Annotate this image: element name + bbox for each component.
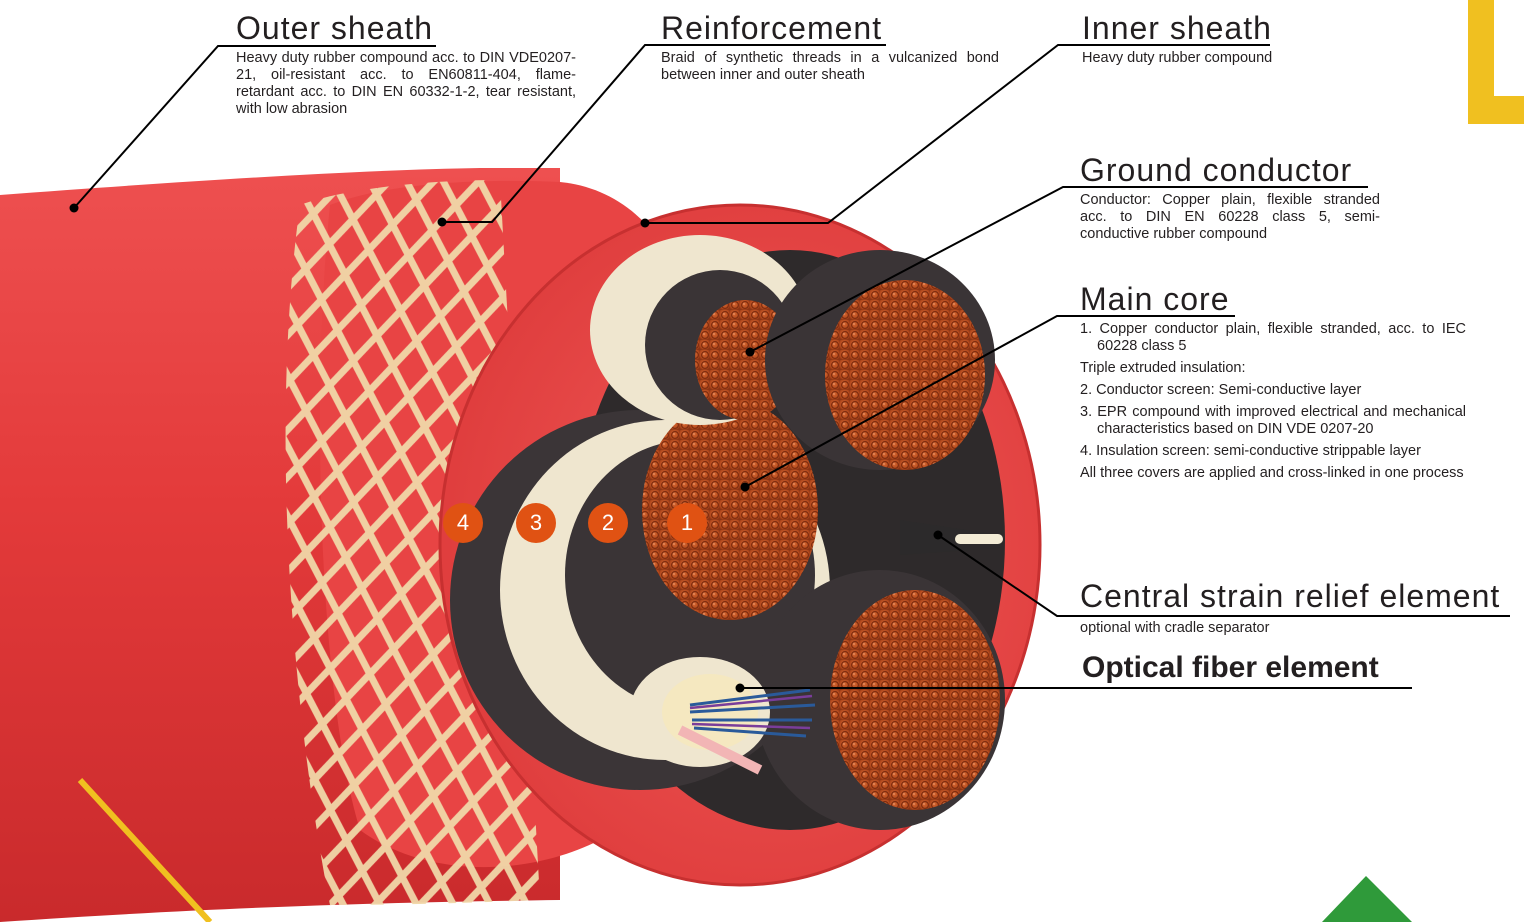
reinforcement-label: Reinforcement Braid of synthetic threads…: [661, 12, 999, 84]
inner-sheath-desc: Heavy duty rubber compound: [1082, 50, 1382, 67]
ground-conductor-label: Ground conductor Conductor: Copper plain…: [1080, 154, 1380, 243]
main-core-title: Main core: [1080, 283, 1466, 315]
central-strain-desc: optional with cradle separator: [1080, 620, 1520, 637]
main-core-lower-right: [755, 570, 1005, 830]
main-core-item-4: 4. Insulation screen: semi-conductive st…: [1080, 443, 1466, 460]
badge-4: 4: [443, 503, 483, 543]
outer-sheath-desc: Heavy duty rubber compound acc. to DIN V…: [236, 50, 576, 118]
outer-sheath-label: Outer sheath Heavy duty rubber compound …: [236, 12, 576, 118]
badge-1: 1: [667, 503, 707, 543]
inner-sheath-label: Inner sheath Heavy duty rubber compound: [1082, 12, 1382, 67]
ground-conductor-desc: Conductor: Copper plain, flexible strand…: [1080, 192, 1380, 243]
main-core-item-1: 1. Copper conductor plain, flexible stra…: [1080, 321, 1466, 355]
main-core-note: All three covers are applied and cross-l…: [1080, 465, 1466, 482]
central-strain-label: Central strain relief element optional w…: [1080, 580, 1520, 637]
badge-2: 2: [588, 503, 628, 543]
main-core-triple: Triple extruded insulation:: [1080, 360, 1466, 377]
inner-sheath-title: Inner sheath: [1082, 12, 1382, 44]
reinforcement-title: Reinforcement: [661, 12, 999, 44]
green-triangle-accent: [1322, 876, 1412, 922]
outer-sheath-title: Outer sheath: [236, 12, 576, 44]
yellow-corner-accent: [1468, 0, 1524, 124]
reinforcement-desc: Braid of synthetic threads in a vulcaniz…: [661, 50, 999, 84]
main-core-item-2: 2. Conductor screen: Semi-conductive lay…: [1080, 382, 1466, 399]
main-core-list: 1. Copper conductor plain, flexible stra…: [1080, 321, 1466, 355]
optical-fiber-label: Optical fiber element: [1082, 652, 1422, 684]
badge-3: 3: [516, 503, 556, 543]
ground-conductor-title: Ground conductor: [1080, 154, 1380, 186]
main-core-list-2: 2. Conductor screen: Semi-conductive lay…: [1080, 382, 1466, 460]
central-strain-title: Central strain relief element: [1080, 580, 1520, 612]
optical-fiber-title: Optical fiber element: [1082, 652, 1422, 684]
main-core-item-3: 3. EPR compound with improved electrical…: [1080, 404, 1466, 438]
main-core-label: Main core 1. Copper conductor plain, fle…: [1080, 283, 1466, 487]
